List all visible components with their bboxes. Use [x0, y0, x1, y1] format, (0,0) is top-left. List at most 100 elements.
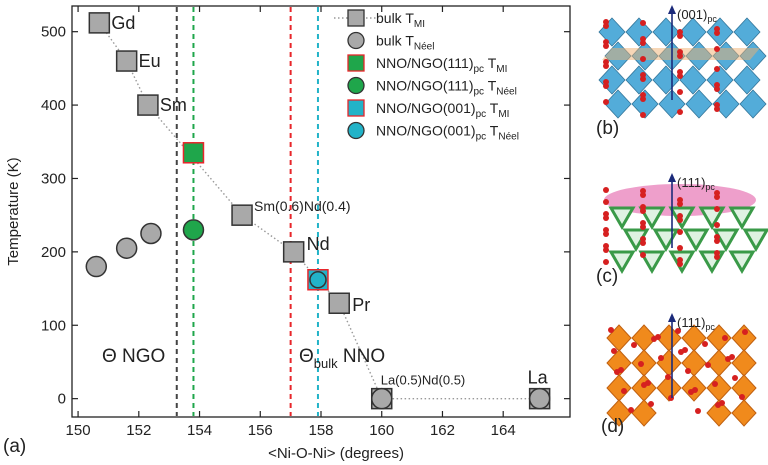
oxygen-atom [678, 349, 684, 355]
oxygen-atom [714, 66, 720, 72]
oxygen-atom [742, 329, 748, 335]
crystal-panel: (001)pc(b) [596, 5, 767, 139]
legend-sub: MI [498, 109, 509, 120]
octahedron [712, 228, 740, 252]
legend-t: T [484, 78, 497, 94]
y-tick-label: 300 [41, 170, 66, 187]
x-tick-label: 162 [430, 422, 455, 439]
oxygen-atom [640, 252, 646, 258]
oxygen-atom [714, 46, 720, 52]
oxygen-atom [640, 20, 646, 26]
octahedron [631, 89, 659, 119]
y-tick-label: 100 [41, 317, 66, 334]
marker-square [282, 241, 305, 263]
octahedron [706, 349, 732, 377]
annotation-theta-sub: bulk [314, 356, 338, 371]
oxygen-atom [722, 335, 728, 341]
oxygen-atom [638, 361, 644, 367]
oxygen-atom [677, 197, 683, 203]
x-tick-label: 154 [187, 422, 212, 439]
annotation-theta-ngo: Θ NGO [102, 346, 165, 367]
y-tick-label: 200 [41, 244, 66, 261]
octahedron [739, 89, 767, 119]
oxygen-atom [677, 89, 683, 95]
oxygen-atom [665, 374, 671, 380]
panel-letter: (c) [596, 266, 618, 287]
marker-square [88, 12, 111, 34]
legend-pc: pc [476, 109, 487, 120]
oxygen-atom [640, 76, 646, 82]
octahedron [652, 17, 680, 47]
octahedron [706, 374, 732, 402]
marker-circle [182, 219, 205, 241]
octahedron [656, 374, 682, 402]
legend-sub: MI [414, 19, 425, 30]
octahedron [679, 17, 707, 47]
x-tick-label: 152 [126, 422, 151, 439]
legend-entry: bulk TNéel [376, 33, 434, 53]
direction-sub: pc [705, 322, 715, 332]
oxygen-atom [668, 395, 674, 401]
point-label: La(0.5)Nd(0.5) [381, 373, 466, 388]
oxygen-atom [675, 328, 681, 334]
annotation-theta-after: NNO [338, 346, 386, 367]
arrow-head [668, 313, 676, 322]
legend-main: NNO/NGO(001) [376, 100, 476, 116]
oxygen-atom [651, 336, 657, 342]
oxygen-atom [640, 56, 646, 62]
oxygen-atom [621, 388, 627, 394]
point-label: Sm(0.6)Nd(0.4) [254, 198, 350, 214]
marker-square [231, 204, 253, 226]
octahedron [656, 349, 682, 377]
legend-entry: NNO/NGO(111)pc TMI [376, 55, 507, 75]
oxygen-atom [677, 73, 683, 79]
point-label: Nd [307, 234, 330, 254]
oxygen-atom [677, 245, 683, 251]
oxygen-atom [677, 213, 683, 219]
legend-marker [347, 76, 365, 95]
oxygen-atom [677, 53, 683, 59]
legend-main: bulk T [376, 10, 414, 26]
y-axis-title: Temperature (K) [5, 157, 22, 265]
legend-t: T [484, 55, 497, 71]
legend-marker [347, 31, 365, 50]
panel-label-a: (a) [3, 436, 26, 457]
oxygen-atom [732, 375, 738, 381]
marker-circle [370, 387, 393, 410]
x-axis-title: <Ni-O-Ni> (degrees) [268, 445, 404, 462]
oxygen-atom [603, 187, 609, 193]
octahedron [733, 65, 761, 95]
oxygen-atom [603, 63, 609, 69]
oxygen-atom [648, 401, 654, 407]
side-panels: (001)pc(b)(111)pc(c)(111)pc(d) [596, 5, 768, 437]
oxygen-atom [608, 327, 614, 333]
oxygen-atom [603, 243, 609, 249]
annotation-theta-bulk: Θbulk NNO [299, 346, 385, 371]
legend-entry: NNO/NGO(111)pc TNéel [376, 78, 517, 98]
legend-entry: NNO/NGO(001)pc TNéel [376, 123, 519, 143]
point-label: Pr [352, 295, 370, 315]
point-label: Eu [139, 51, 161, 71]
marker-square [137, 94, 159, 116]
panel-letter: (d) [601, 416, 624, 437]
x-tick-label: 164 [491, 422, 516, 439]
legend-t: T [486, 123, 499, 139]
oxygen-atom [714, 106, 720, 112]
oxygen-atom [725, 356, 731, 362]
oxygen-atom [702, 341, 708, 347]
octahedron [608, 250, 636, 274]
oxygen-atom [640, 220, 646, 226]
oxygen-atom [705, 362, 711, 368]
oxygen-atom [715, 402, 721, 408]
octahedron [706, 65, 734, 95]
oxygen-atom [640, 188, 646, 194]
legend-marker [347, 121, 365, 140]
legend-sub: MI [496, 64, 507, 75]
direction-label: (111)pc [677, 315, 715, 332]
series-line-bulk-tmi [98, 22, 540, 400]
marker-circle [115, 237, 138, 259]
oxygen-atom [739, 394, 745, 400]
legend-main: NNO/NGO(001) [376, 123, 476, 139]
oxygen-atom [640, 40, 646, 46]
